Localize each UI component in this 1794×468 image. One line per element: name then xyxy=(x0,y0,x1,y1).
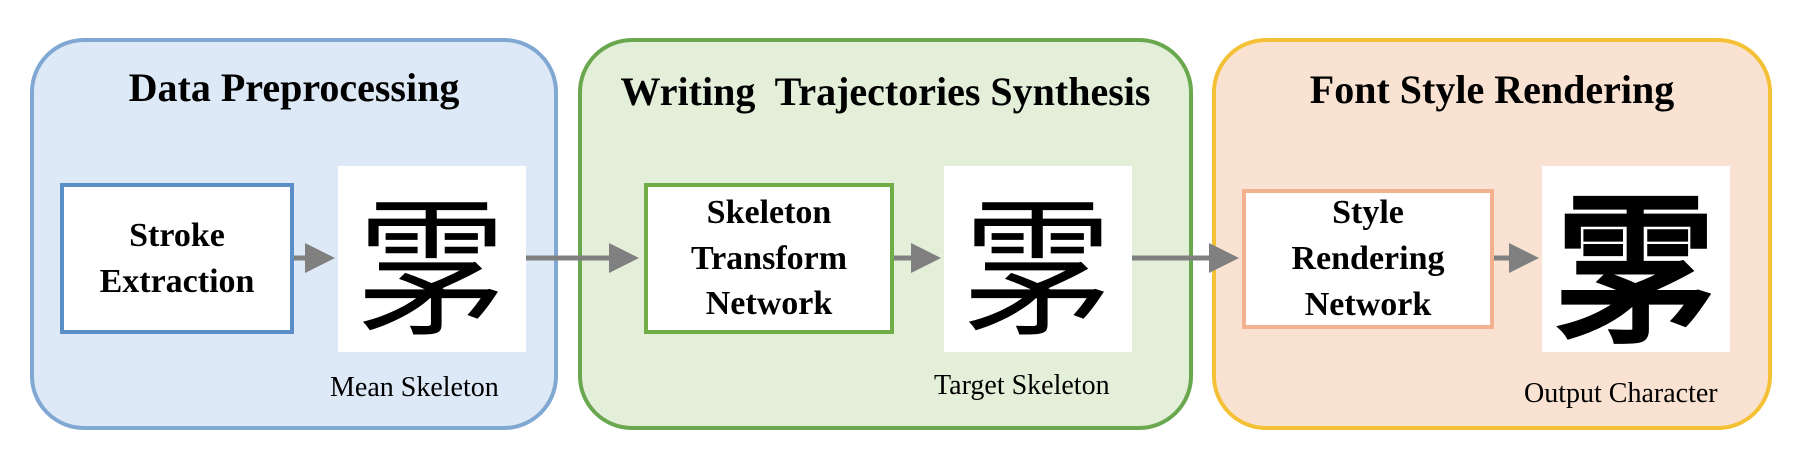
box-label-line: Skeleton xyxy=(706,193,832,231)
skeleton-transform-network-box: Skeleton Transform Network xyxy=(644,183,894,334)
mean-skeleton-glyph: 雺 xyxy=(356,185,507,360)
box-label-line: Style xyxy=(1332,194,1404,232)
panel-title: Data Preprocessing xyxy=(128,65,460,110)
output-character-caption: Output Character xyxy=(1524,378,1718,409)
box-label-line: Stroke xyxy=(129,216,225,254)
target-skeleton-image: 雺 xyxy=(944,166,1132,360)
output-character-glyph: 雺 xyxy=(1555,180,1717,369)
box-label-line: Extraction xyxy=(99,262,255,300)
target-skeleton-caption: Target Skeleton xyxy=(934,370,1110,401)
box-label-line: Network xyxy=(705,285,833,323)
mean-skeleton-image: 雺 xyxy=(338,166,526,360)
target-skeleton-glyph: 雺 xyxy=(962,185,1113,360)
panel-title: Font Style Rendering xyxy=(1309,67,1675,112)
stroke-extraction-box: Stroke Extraction xyxy=(60,183,294,334)
panel-title: Writing Trajectories Synthesis xyxy=(620,69,1151,114)
mean-skeleton-caption: Mean Skeleton xyxy=(330,372,499,403)
box-label-line: Transform xyxy=(690,239,848,277)
box-label-line: Rendering xyxy=(1291,240,1445,278)
box-label-line: Network xyxy=(1304,285,1432,323)
style-rendering-network-box: Style Rendering Network xyxy=(1242,189,1494,329)
output-character-image: 雺 xyxy=(1542,166,1730,369)
